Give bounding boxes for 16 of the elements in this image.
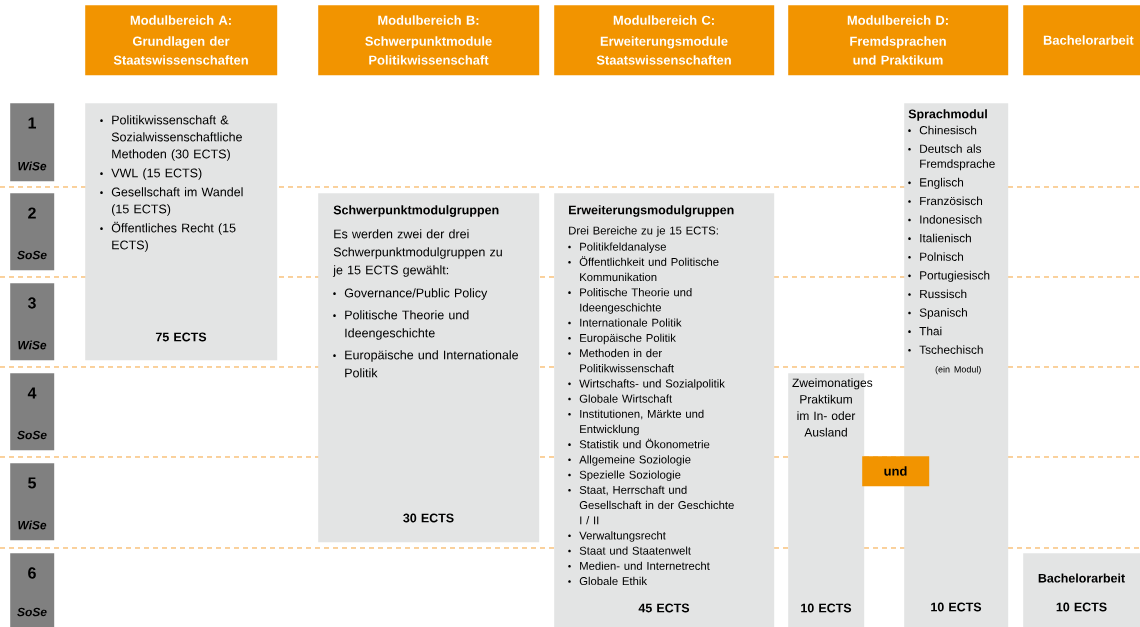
module-box: Schwerpunktmodulgruppen Es werden zwei der drei Schwerpunktmodulgruppen zu je 15 ECTS gewählt: Governance/Public Policy Politische Theorie und Ideengeschichte Europäische und Internationale Politik 30 ECTS (318, 193, 540, 543)
header-box: Modulbereich D: Fremdsprachen und Praktikum (788, 5, 1009, 76)
conjunction-badge: und (862, 456, 930, 487)
header-box: Bachelorarbeit (1023, 5, 1140, 76)
header-box: Modulbereich A: Grundlagen der Staatswissenschaften (85, 5, 278, 76)
semester-box: 3 WiSe (10, 283, 55, 361)
semester-box: 5 WiSe (10, 463, 55, 541)
module-box: Bachelorarbeit 10 ECTS (1023, 553, 1140, 627)
semester-box: 1 WiSe (10, 103, 55, 182)
semester-box: 6 SoSe (10, 553, 55, 627)
module-box: Politikwissenschaft & Sozialwissenschaftliche Methoden (30 ECTS) VWL (15 ECTS) Gesellschaft im Wandel (15 ECTS) Öffentliches Recht (15 ECTS) 75 ECTS (85, 103, 278, 361)
header-box: Modulbereich C: Erweiterungsmodule Staatswissenschaften (554, 5, 775, 76)
module-box: Erweiterungsmodulgruppen Drei Bereiche zu je 15 ECTS: Politikfeldanalyse Öffentlichkeit und Politische Kommunikation Politische Theorie und Ideengeschichte Internationale Politik Europäische Politik Methoden in der Politikwissenschaft Wirtschafts- und Sozialpolitik Globale Wirtschaft Institutionen, Märkte und Entwicklung Statistik und Ökonometrie Allgemeine Soziologie Spezielle Soziologie Staat, Herrschaft und Gesellschaft in der Geschichte I / II Verwaltungsrecht Staat und Staatenwelt Medien- und Internetrecht Globale Ethik 45 ECTS (554, 193, 775, 627)
semester-box: 4 SoSe (10, 373, 55, 451)
header-box: Modulbereich B: Schwerpunktmodule Politikwissenschaft (318, 5, 540, 76)
semester-box: 2 SoSe (10, 193, 55, 271)
